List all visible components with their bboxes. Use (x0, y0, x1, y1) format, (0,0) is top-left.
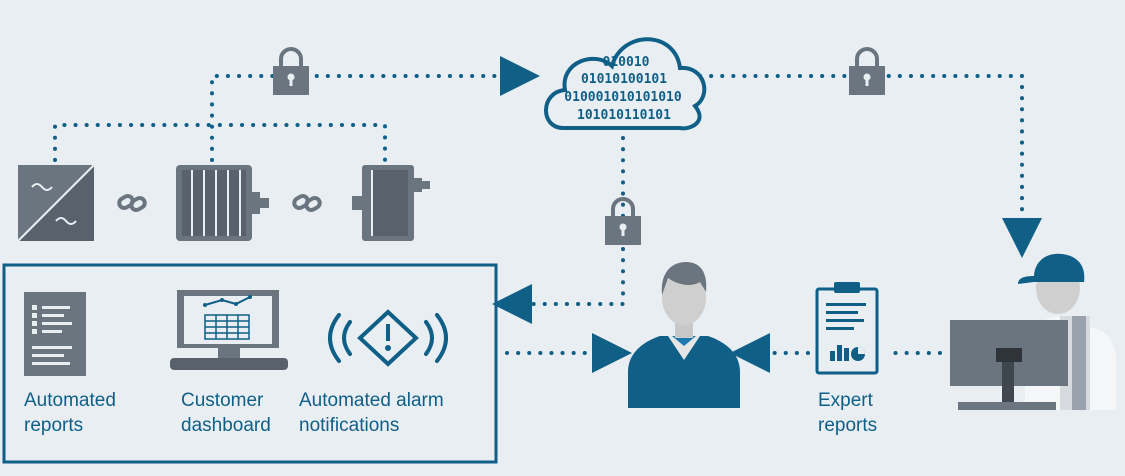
expert-technician-icon (950, 253, 1116, 410)
expert-reports-label: Expert reports (818, 388, 877, 438)
cloud-to-expert-line (698, 74, 1042, 258)
label-line: notifications (299, 415, 400, 436)
report-icon (24, 292, 86, 376)
label-line: Customer (181, 390, 264, 411)
label-line: dashboard (181, 415, 271, 436)
drive-icon (17, 164, 95, 242)
cloud-binary-row: 010010 (603, 55, 650, 70)
lock-icon (849, 47, 885, 95)
cloud-binary-row: 101010110101 (577, 108, 671, 123)
label-line: reports (24, 415, 84, 436)
clipboard-icon (815, 282, 879, 375)
cloud-icon: 010010 01010100101 010001010101010 10101… (544, 37, 707, 131)
label-line: Automated alarm (299, 390, 444, 411)
cloud-binary-row: 010001010101010 (564, 90, 682, 105)
link-icon (292, 194, 322, 212)
devices-bus-line (53, 123, 387, 162)
label-line: Automated (24, 390, 116, 411)
label-line: reports (818, 415, 878, 436)
motor-to-cloud-line (210, 56, 540, 162)
cloud-to-box-line (492, 136, 625, 324)
connection-lines (53, 56, 1042, 373)
lock-icon (273, 47, 309, 95)
customer-person-icon (628, 262, 740, 408)
lock-icon (605, 197, 641, 245)
services-box (2, 263, 498, 464)
label-line: Expert (818, 390, 873, 411)
monitor-dashboard-icon (170, 290, 288, 370)
motor-icon (176, 165, 269, 241)
automated-alarm-notifications-label: Automated alarm notifications (299, 388, 444, 438)
gearbox-icon (352, 165, 430, 241)
link-icon (117, 194, 147, 212)
customer-dashboard-label: Customer dashboard (181, 388, 271, 438)
alarm-icon (328, 309, 448, 367)
cloud-binary-row: 01010100101 (581, 72, 667, 87)
automated-reports-label: Automated reports (24, 388, 116, 438)
